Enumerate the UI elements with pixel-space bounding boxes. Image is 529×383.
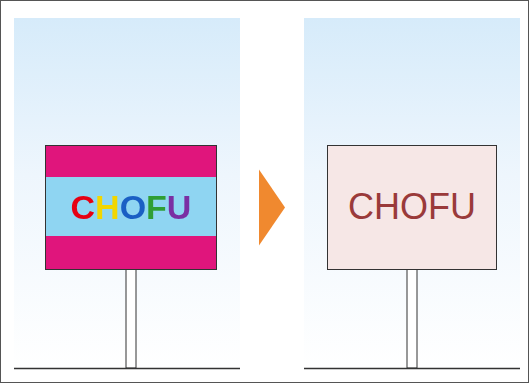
ground-line: [304, 368, 520, 370]
signboard: CHOFU: [45, 145, 217, 270]
sky-panel: [14, 18, 240, 368]
sign-text: CHOFU: [71, 187, 192, 227]
sign-pole: [407, 268, 417, 368]
change-arrow: [259, 170, 285, 246]
ground-line: [14, 368, 240, 370]
signboard: CHOFU: [327, 145, 497, 270]
sign-text: CHOFU: [348, 187, 476, 227]
sign-pole: [126, 268, 136, 368]
arrow-head: [259, 170, 285, 246]
text-wrap: CHOFU: [328, 187, 496, 227]
text-wrap: CHOFU: [46, 187, 216, 227]
sky-panel: [304, 18, 520, 368]
